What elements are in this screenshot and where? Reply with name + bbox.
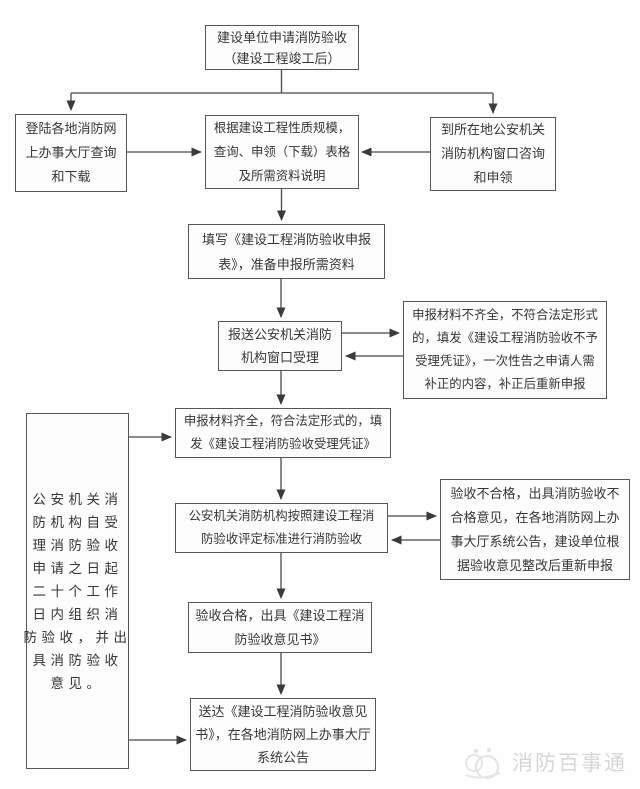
text-line: 表》，准备申报所需资料 — [218, 256, 355, 272]
text-line: 的，填发《建设工程消防验收不予 — [412, 331, 598, 345]
mascot-logo-icon — [465, 748, 501, 779]
text-line: 据验收意见整改后重新申报 — [456, 557, 613, 573]
flow-box-fill-form: 填写《建设工程消防验收申报 表》，准备申报所需资料 — [188, 224, 385, 279]
flow-box-start: 建设单位申请消防验收 （建设工程竣工后） — [205, 25, 359, 70]
watermark-text: 消防百事通 — [512, 751, 627, 775]
flow-box-materials-complete: 申报材料齐全，符合法定形式的，填 发《建设工程消防验收受理凭证》 — [175, 408, 391, 458]
text-line: 送达《建设工程消防验收意见 — [198, 704, 368, 719]
text-line: 具消防验收 — [32, 652, 123, 668]
text-line: 理消防验收 — [32, 537, 123, 553]
text-line: 补正的内容，补正后重新申报 — [424, 377, 586, 391]
text-line: 意见。 — [50, 675, 105, 691]
text-line: 公安机关消防机构按照建设工程消 — [188, 509, 375, 523]
text-line: 申报材料齐全，符合法定形式的，填 — [183, 414, 383, 428]
text-line: 书》，在各地消防网上办事大厅 — [195, 727, 371, 742]
text-line: 验收不合格，出具消防验收不 — [450, 485, 620, 501]
flow-box-deliver-notice: 送达《建设工程消防验收意见 书》，在各地消防网上办事大厅 系统公告 — [190, 698, 376, 771]
text-line: 二十个工作 — [32, 583, 123, 599]
flow-box-materials-incomplete: 申报材料不齐全，不符合法定形式 的，填发《建设工程消防验收不予 受理凭证》，一次… — [403, 301, 607, 399]
text-line: 受理凭证》，一次性告之申请人需 — [415, 354, 595, 368]
text-line: 日内组织消 — [32, 606, 123, 622]
text-line: 发《建设工程消防验收受理凭证》 — [190, 437, 376, 451]
text-line: 报送公安机关消防 — [227, 327, 332, 342]
text-line: 和下载 — [51, 169, 91, 184]
text-line: 申请之日起 — [32, 560, 123, 576]
flow-box-timeline-note: 公安机关消 防机构自受 理消防验收 申请之日起 二十个工作 日内组织消 防验收，… — [23, 413, 132, 769]
text-line: 及所需资料说明 — [238, 169, 326, 183]
text-line: 防机构自受 — [32, 514, 123, 530]
text-line: 防验收评定标准进行消防验收 — [200, 532, 363, 546]
text-line: 到所在地公安机关 — [440, 122, 545, 137]
text-line: 事大厅系统公告，建设单位根 — [450, 533, 620, 549]
text-line: 系统公告 — [256, 750, 309, 765]
text-line: 上办事大厅查询 — [25, 145, 117, 160]
flow-box-window-consult: 到所在地公安机关 消防机构窗口咨询 和申领 — [430, 117, 556, 191]
text-line: 登陆各地消防网 — [25, 121, 117, 136]
watermark: 消防百事通 — [462, 740, 632, 784]
flow-box-query-forms: 根据建设工程性质规模， 查询、申领（下载）表格 及所需资料说明 — [205, 115, 359, 189]
flow-box-submit-window: 报送公安机关消防 机构窗口受理 — [218, 321, 342, 371]
text-line: 防验收意见书》 — [234, 631, 326, 647]
flow-box-inspection-fail: 验收不合格，出具消防验收不 合格意见，在各地消防网上办 事大厅系统公告，建设单位… — [440, 479, 630, 580]
text-line: 合格意见，在各地消防网上办 — [450, 509, 620, 525]
text-line: （建设工程竣工后） — [223, 50, 341, 66]
text-line: 和申领 — [473, 170, 513, 185]
flow-box-inspection-pass: 验收合格，出具《建设工程消 防验收意见书》 — [188, 602, 372, 653]
text-line: 防验收，并出 — [23, 629, 132, 645]
text-line: 建设单位申请消防验收 — [216, 29, 347, 45]
text-line: 机构窗口受理 — [240, 350, 319, 365]
text-line: 填写《建设工程消防验收申报 — [201, 231, 371, 247]
text-line: 消防机构窗口咨询 — [440, 146, 545, 161]
text-line: 验收合格，出具《建设工程消 — [195, 607, 365, 623]
flow-box-login-online: 登陆各地消防网 上办事大厅查询 和下载 — [15, 114, 127, 192]
connector-top-split — [71, 70, 493, 94]
text-line: 根据建设工程性质规模， — [213, 121, 351, 135]
text-line: 查询、申领（下载）表格 — [213, 145, 351, 159]
flow-box-conduct-inspection: 公安机关消防机构按照建设工程消 防验收评定标准进行消防验收 — [175, 503, 388, 553]
text-line: 公安机关消 — [32, 491, 123, 507]
text-line: 申报材料不齐全，不符合法定形式 — [412, 308, 598, 322]
